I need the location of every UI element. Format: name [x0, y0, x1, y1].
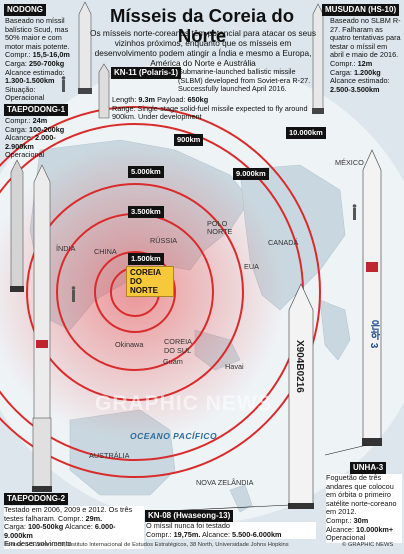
nodong-desc: Baseado no míssil balístico Scud, mas 50…: [5, 16, 70, 51]
taepodong1-rocket: [10, 159, 24, 292]
label-australia: AUSTRÁLIA: [89, 451, 130, 460]
musudan-tag: MUSUDAN (HS-10): [322, 4, 400, 16]
kn08-tag: KN-08 (Hwaseong-13): [145, 510, 234, 522]
label-china: CHINA: [94, 247, 117, 256]
label-havai: Havai: [225, 362, 244, 371]
label-okinawa: Okinawa: [115, 340, 144, 349]
musudan-info: Baseado no SLBM R-27. Falharam as quatro…: [330, 16, 401, 94]
label-mexico: MÉXICO: [335, 158, 364, 167]
nodong-tag: NODONG: [4, 4, 46, 16]
range-label-5000: 5.000km: [128, 166, 164, 178]
unha3-rocket: [362, 149, 382, 446]
label-north-pole: POLO NORTE: [207, 219, 233, 236]
range-label-9000: 9.000km: [233, 168, 269, 180]
label-south-korea: COREIA DO SUL: [164, 337, 192, 355]
unha3-tag: UNHA-3: [350, 462, 387, 474]
watermark: GRAPHIC NEWS: [95, 392, 273, 415]
page-title: Mísseis da Coreia do Norte: [109, 5, 295, 46]
kn08-hull-text: X904B0216: [294, 340, 305, 393]
kn11-rocket: [98, 63, 110, 119]
kn08-info: O míssil nunca foi testado Compr.: 19,75…: [146, 521, 316, 540]
unha3-info: Foguetão de três andares que colocou em …: [326, 473, 402, 543]
kn08-rocket: [288, 283, 314, 509]
taepodong2-tag: TAEPODONG-2: [4, 493, 69, 505]
label-india: ÍNDIA: [56, 244, 76, 253]
musudan-desc: Baseado no SLBM R-27. Falharam as quatro…: [330, 16, 401, 60]
range-label-1500: 1.500km: [128, 253, 164, 265]
label-nz: NOVA ZELÂNDIA: [196, 478, 254, 487]
north-korea-badge: COREIA DO NORTE: [126, 266, 174, 297]
taepodong2-info: Testado em 2006, 2009 e 2012. Os três te…: [4, 505, 144, 549]
label-usa: EUA: [244, 262, 260, 271]
nodong-rocket: [78, 1, 92, 94]
nodong-info: Baseado no míssil balístico Scud, mas 50…: [5, 16, 70, 103]
copyright: © GRAPHIC NEWS: [342, 542, 394, 548]
scale-figures: [61, 76, 357, 302]
label-russia: RÚSSIA: [150, 236, 178, 245]
intro-text: Os mísseis norte-coreanos têm potencial …: [90, 28, 316, 68]
label-canada: CANADÁ: [268, 238, 299, 247]
source-note: Fontes: IHS Jane's 360, Instituto Intern…: [4, 542, 289, 548]
range-label-10000: 10.000km: [286, 127, 326, 139]
kn11-desc: Submarine-launched ballistic missile (SL…: [178, 67, 311, 94]
range-label-900: 900km: [174, 134, 204, 146]
kn11-specs: Length: 9.3m Payload: 650kg Range: Singl…: [112, 95, 308, 122]
ocean-label: OCEANO PACÍFICO: [130, 431, 218, 441]
unha-hull-text: 은하 3: [368, 320, 379, 349]
label-guam: Guam: [163, 357, 183, 366]
kn11-tag: KN-11 (Polaris-1): [111, 67, 182, 79]
taepodong1-tag: TAEPODONG-1: [4, 104, 69, 116]
taepodong2-rocket: [32, 164, 52, 492]
taepodong1-info: Compr.: 24m Carga: 100-200kg Alcance: 2.…: [5, 116, 65, 160]
range-label-3500: 3.500km: [128, 206, 164, 218]
